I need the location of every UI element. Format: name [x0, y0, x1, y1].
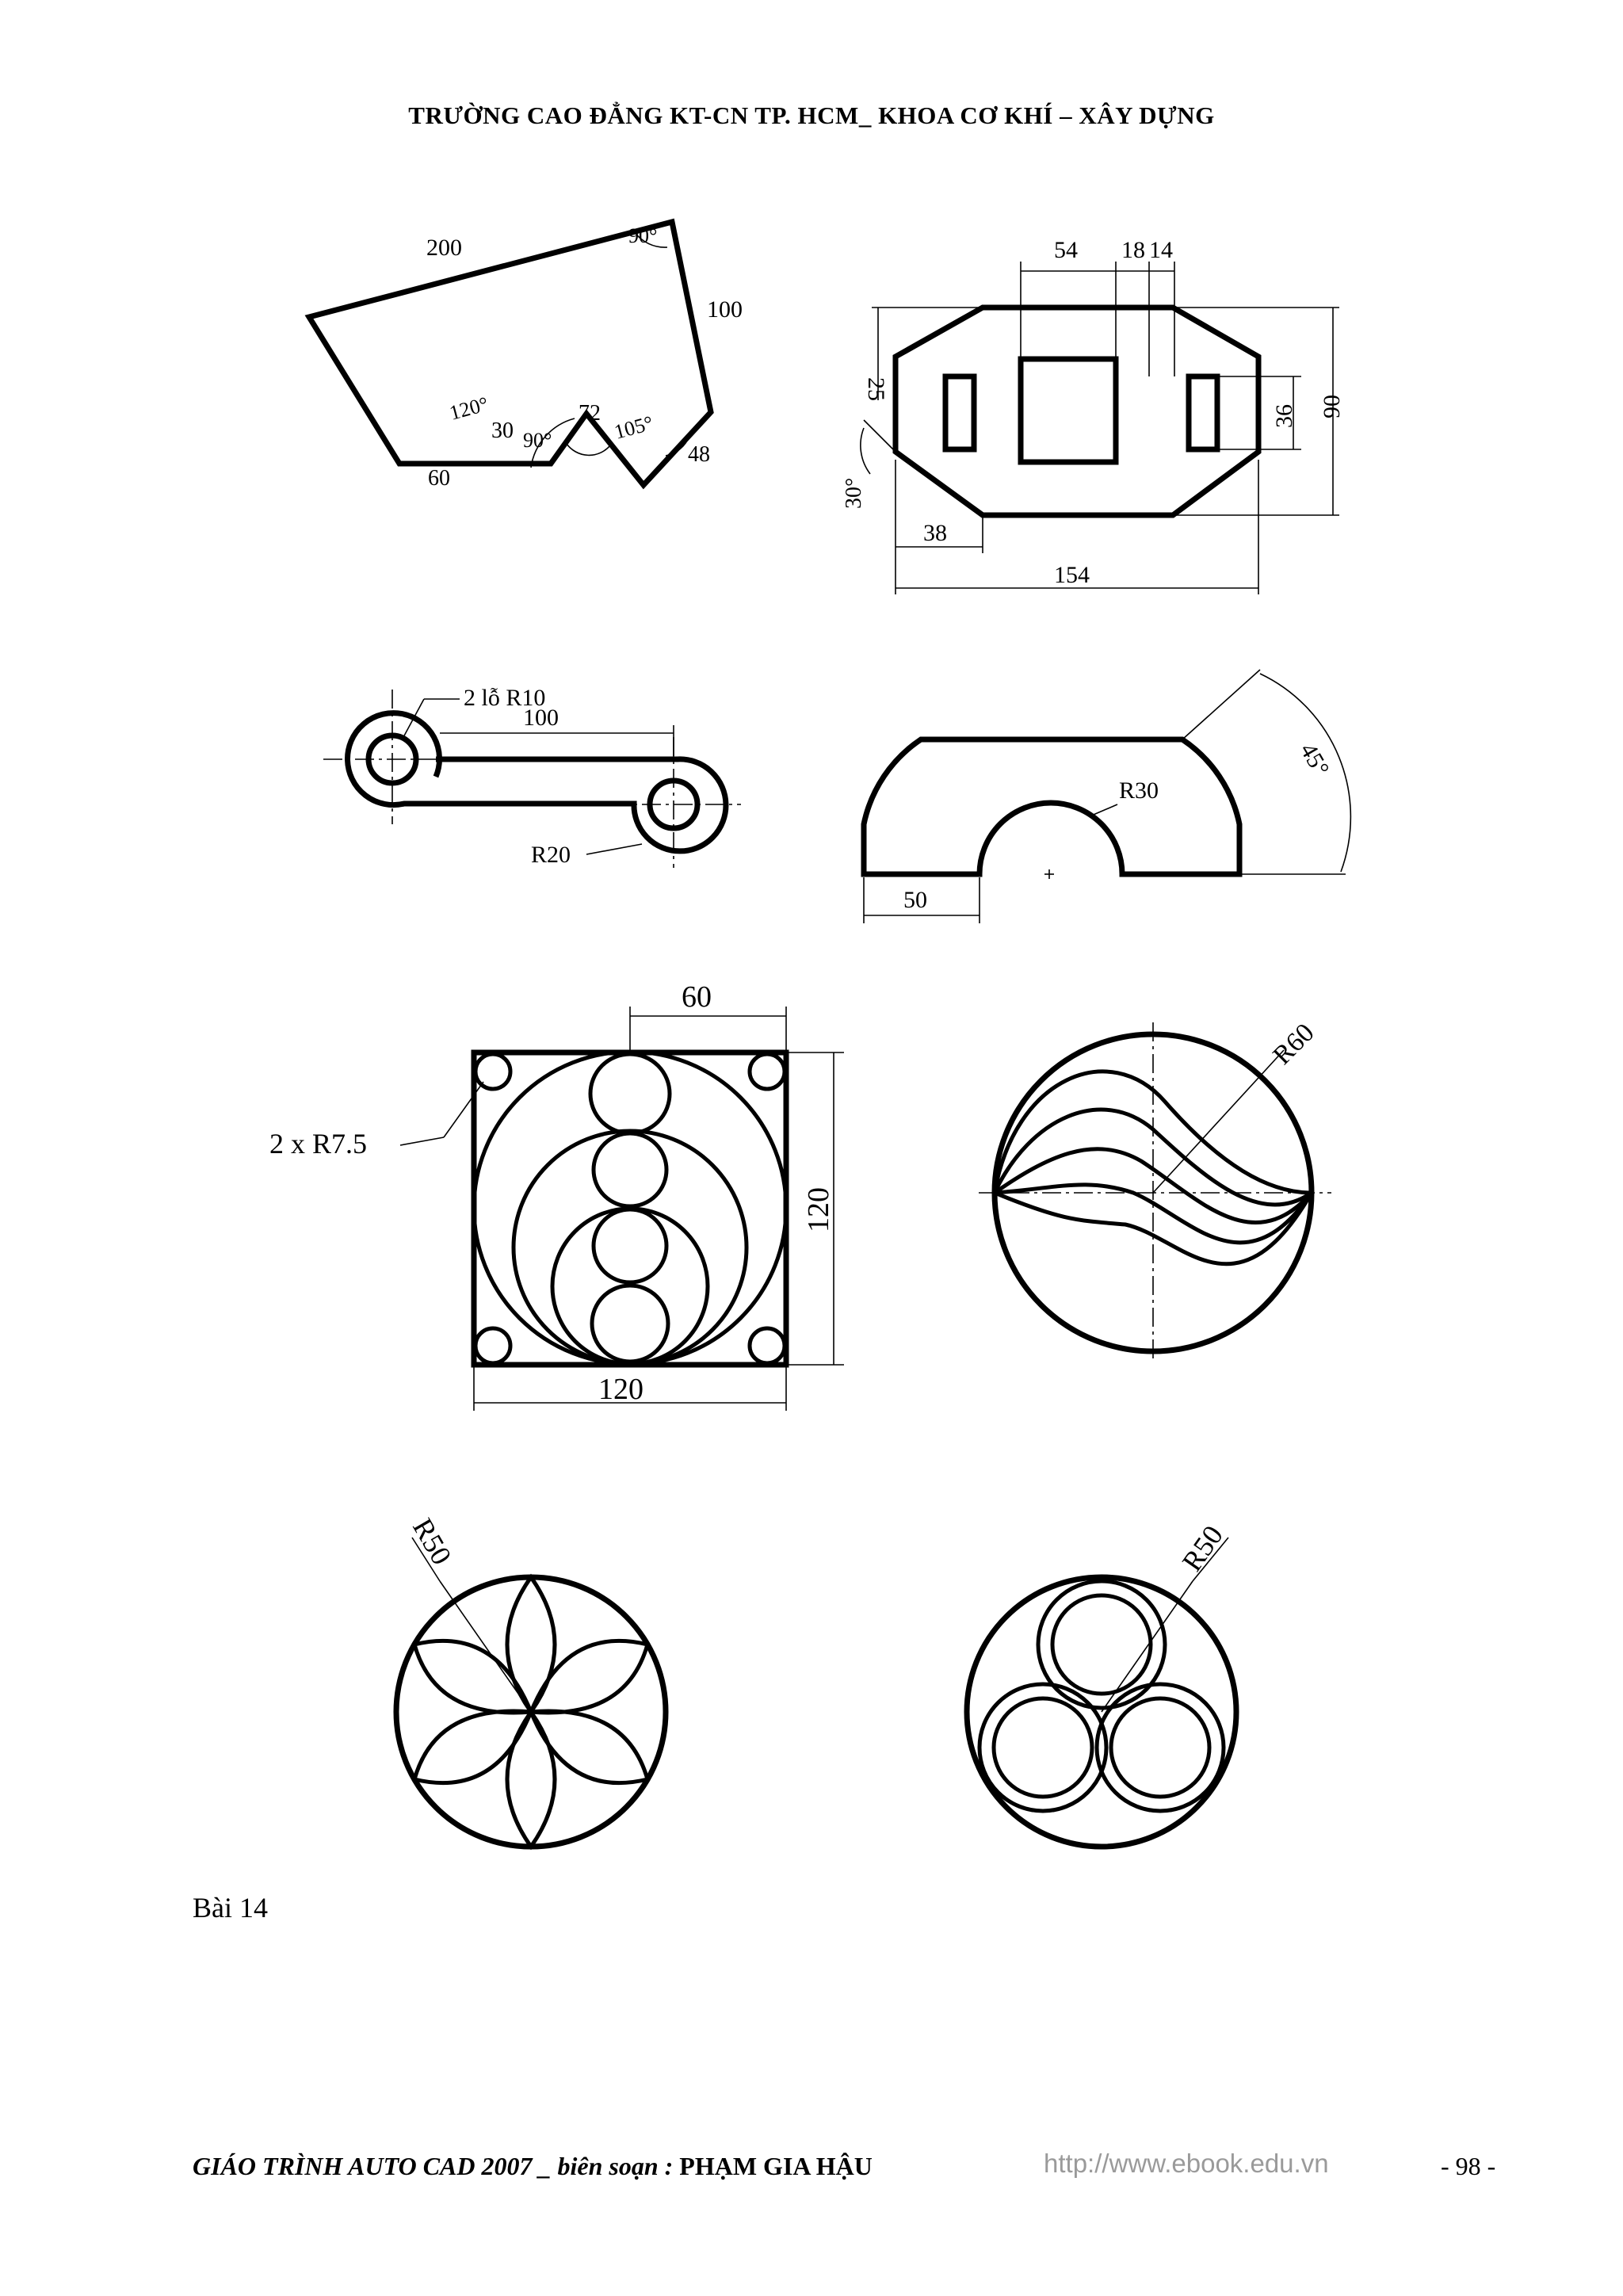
- dim-100: 100: [707, 296, 743, 323]
- radius-r60: R60: [1267, 1018, 1319, 1070]
- page-number: - 98 -: [1441, 2152, 1496, 2180]
- figure-polygon-angles: 200 100 90° 120° 30 90° 72 105° 48 60: [304, 218, 743, 491]
- dim-25: 25: [863, 377, 889, 401]
- dim-120-horizontal: 120: [598, 1373, 643, 1406]
- page-header: TRƯỜNG CAO ĐẲNG KT-CN TP. HCM_ KHOA CƠ K…: [408, 101, 1215, 129]
- footer-credits: GIÁO TRÌNH AUTO CAD 2007 _ biên soạn : P…: [193, 2152, 873, 2181]
- angle-30: 30°: [842, 478, 866, 509]
- author-name: PHẠM GIA HẬU: [679, 2152, 873, 2180]
- dim-60: 60: [428, 466, 450, 491]
- dim-36: 36: [1271, 404, 1297, 428]
- figure-three-rings: R50: [964, 1519, 1239, 1850]
- book-title: GIÁO TRÌNH AUTO CAD 2007: [193, 2152, 533, 2180]
- angle-45: 45°: [1295, 739, 1335, 781]
- dim-200: 200: [426, 235, 462, 261]
- angle-90-top: 90°: [628, 224, 657, 247]
- dim-90: 90: [1319, 395, 1345, 418]
- radius-r50: R50: [1176, 1519, 1229, 1576]
- figure-arch-block: R30 45° 50: [861, 669, 1352, 923]
- holes-note: 2 lỗ R10: [464, 685, 545, 711]
- radius-r30: R30: [1119, 777, 1159, 804]
- dim-154: 154: [1054, 562, 1090, 588]
- dim-120-vertical: 120: [802, 1187, 835, 1232]
- figure-link-arm: 2 lỗ R10 100 R20: [323, 685, 741, 868]
- angle-90-bottom: 90°: [523, 429, 552, 452]
- radius-r50: R50: [407, 1513, 458, 1570]
- credit-separator: _ biên soạn :: [532, 2152, 680, 2180]
- angle-120: 120°: [447, 392, 491, 425]
- dim-14: 14: [1149, 237, 1173, 263]
- figure-square-circles: 60 2 x R7.5 120 120: [269, 980, 844, 1411]
- figure-bracket-slots: 54 18 14 25 90 36 30° 38 154: [842, 237, 1345, 594]
- holes-note: 2 x R7.5: [269, 1128, 367, 1159]
- dim-48: 48: [688, 442, 710, 467]
- dim-54: 54: [1054, 237, 1078, 263]
- radius-r20: R20: [531, 842, 571, 868]
- dim-60: 60: [682, 980, 712, 1014]
- dim-18: 18: [1121, 237, 1145, 263]
- dim-50: 50: [903, 887, 927, 913]
- angle-105: 105°: [612, 411, 655, 444]
- figure-flower-circle: R50: [393, 1513, 669, 1851]
- footer-url: http://www.ebook.edu.vn: [1044, 2149, 1329, 2178]
- dim-30: 30: [491, 418, 514, 443]
- dim-72: 72: [579, 401, 601, 426]
- dim-38: 38: [923, 520, 947, 546]
- dim-100: 100: [523, 705, 559, 731]
- exercise-label: Bài 14: [193, 1892, 268, 1924]
- figure-circle-waves: R60: [979, 1018, 1331, 1363]
